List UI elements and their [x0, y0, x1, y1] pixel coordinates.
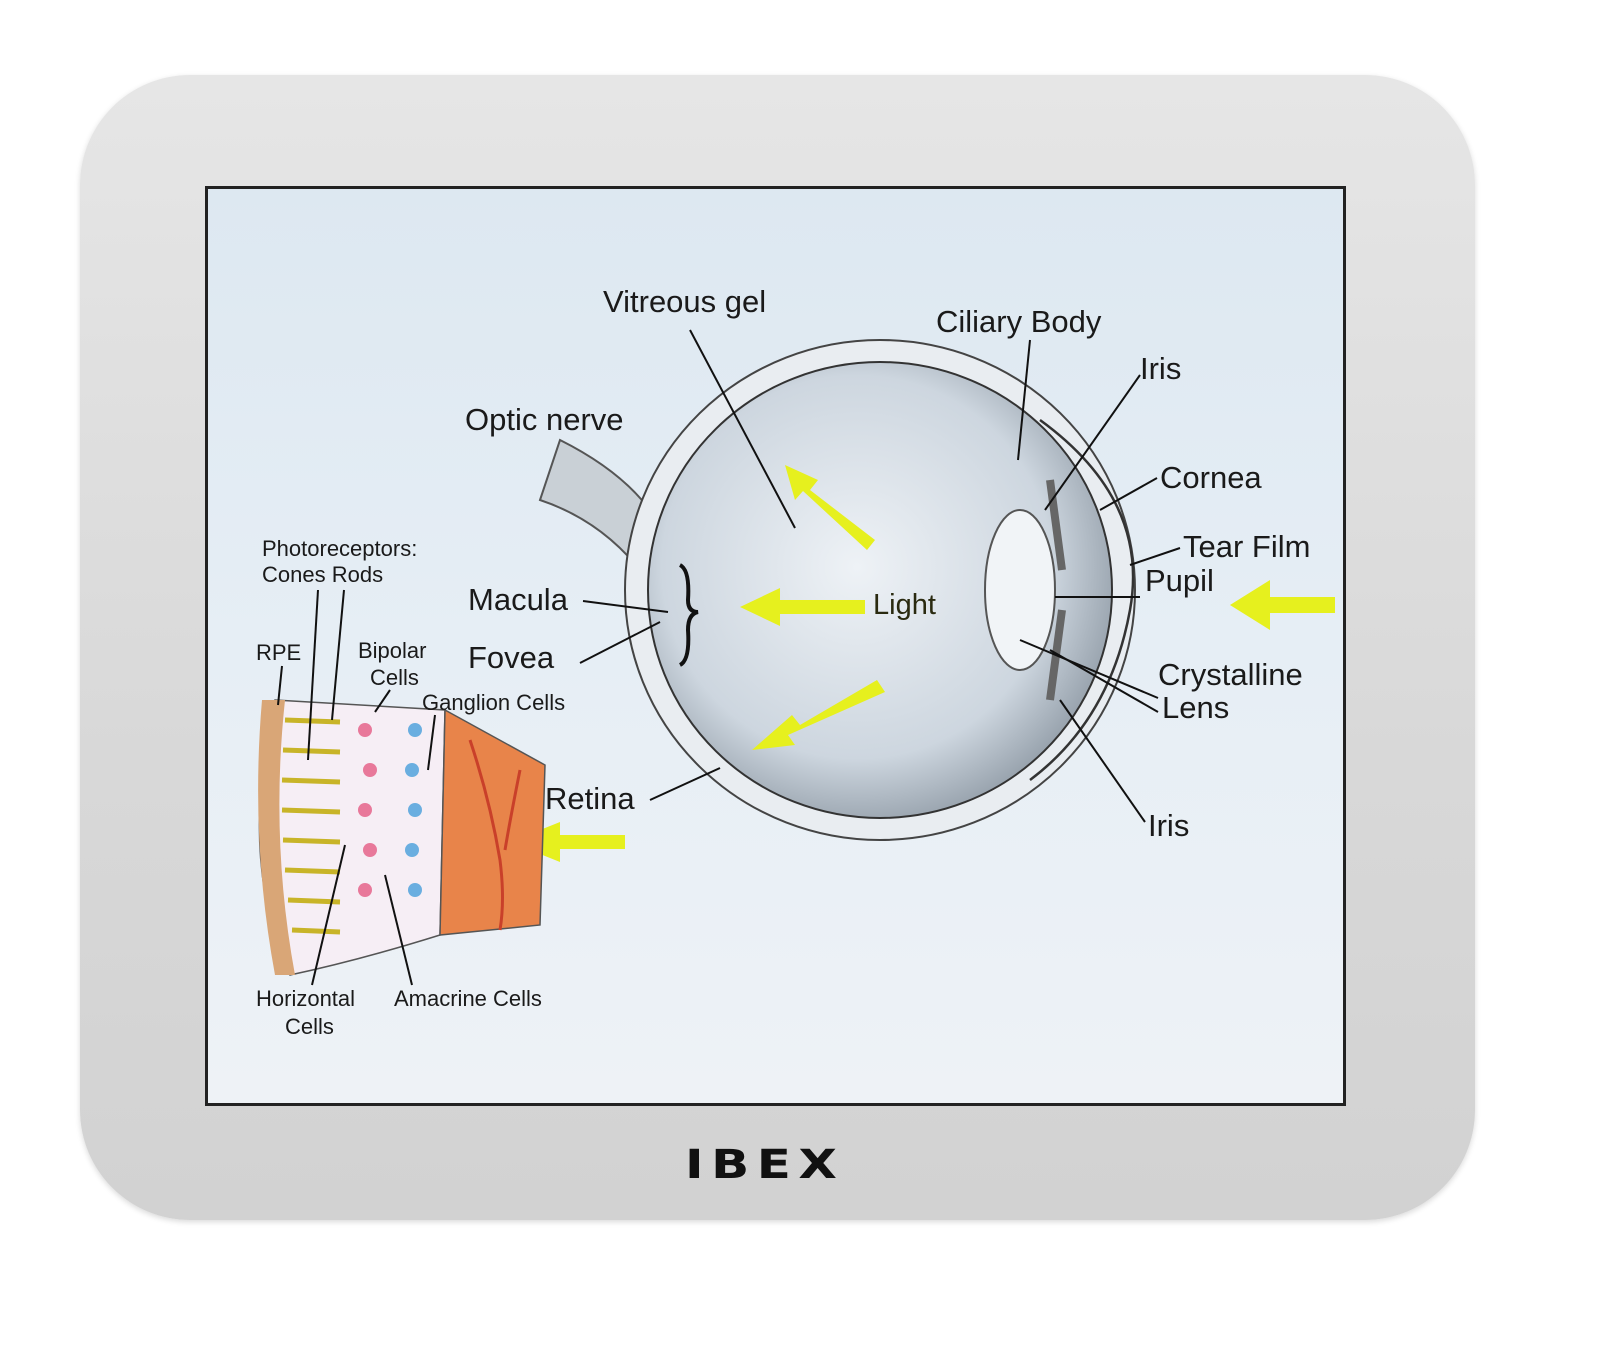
macula-bracket — [678, 563, 699, 667]
label-macula: Macula — [468, 582, 569, 617]
label-optic-nerve: Optic nerve — [465, 402, 624, 437]
label-iris-bottom: Iris — [1148, 808, 1189, 843]
label-horizontal: Horizontal — [256, 986, 355, 1011]
label-rpe: RPE — [256, 640, 301, 665]
label-photoreceptors: Photoreceptors: — [262, 536, 417, 561]
label-ciliary-body: Ciliary Body — [936, 304, 1102, 339]
crystalline-lens — [984, 509, 1056, 671]
label-amacrine-cells: Amacrine Cells — [394, 986, 542, 1011]
label-retina: Retina — [545, 781, 635, 816]
cornea — [1029, 418, 1135, 781]
leader-lines — [277, 329, 1181, 986]
light-arrows — [510, 465, 1335, 862]
label-fovea: Fovea — [468, 640, 555, 675]
label-tear-film: Tear Film — [1183, 529, 1310, 564]
label-bipolar: Bipolar — [358, 638, 426, 663]
label-horizontal-cells: Cells — [285, 1014, 334, 1039]
label-light: Light — [873, 589, 936, 621]
arrow-light-incoming — [1230, 580, 1335, 630]
label-cones-rods: Cones Rods — [262, 562, 383, 587]
arrow-light-up — [785, 465, 875, 550]
label-pupil: Pupil — [1145, 563, 1214, 598]
vitreous-body — [647, 361, 1113, 819]
arrow-light-center — [740, 588, 865, 626]
label-lens: Lens — [1162, 690, 1229, 725]
label-crystalline: Crystalline — [1158, 657, 1303, 692]
brand-logo: IBEX — [685, 1142, 845, 1188]
retina-cross-section — [258, 699, 546, 976]
label-cornea: Cornea — [1160, 460, 1262, 495]
label-bipolar-cells: Cells — [370, 665, 419, 690]
label-iris-top: Iris — [1140, 351, 1181, 386]
label-ganglion-cells: Ganglion Cells — [422, 690, 565, 715]
label-vitreous-gel: Vitreous gel — [603, 284, 766, 319]
arrow-light-down — [752, 680, 885, 750]
